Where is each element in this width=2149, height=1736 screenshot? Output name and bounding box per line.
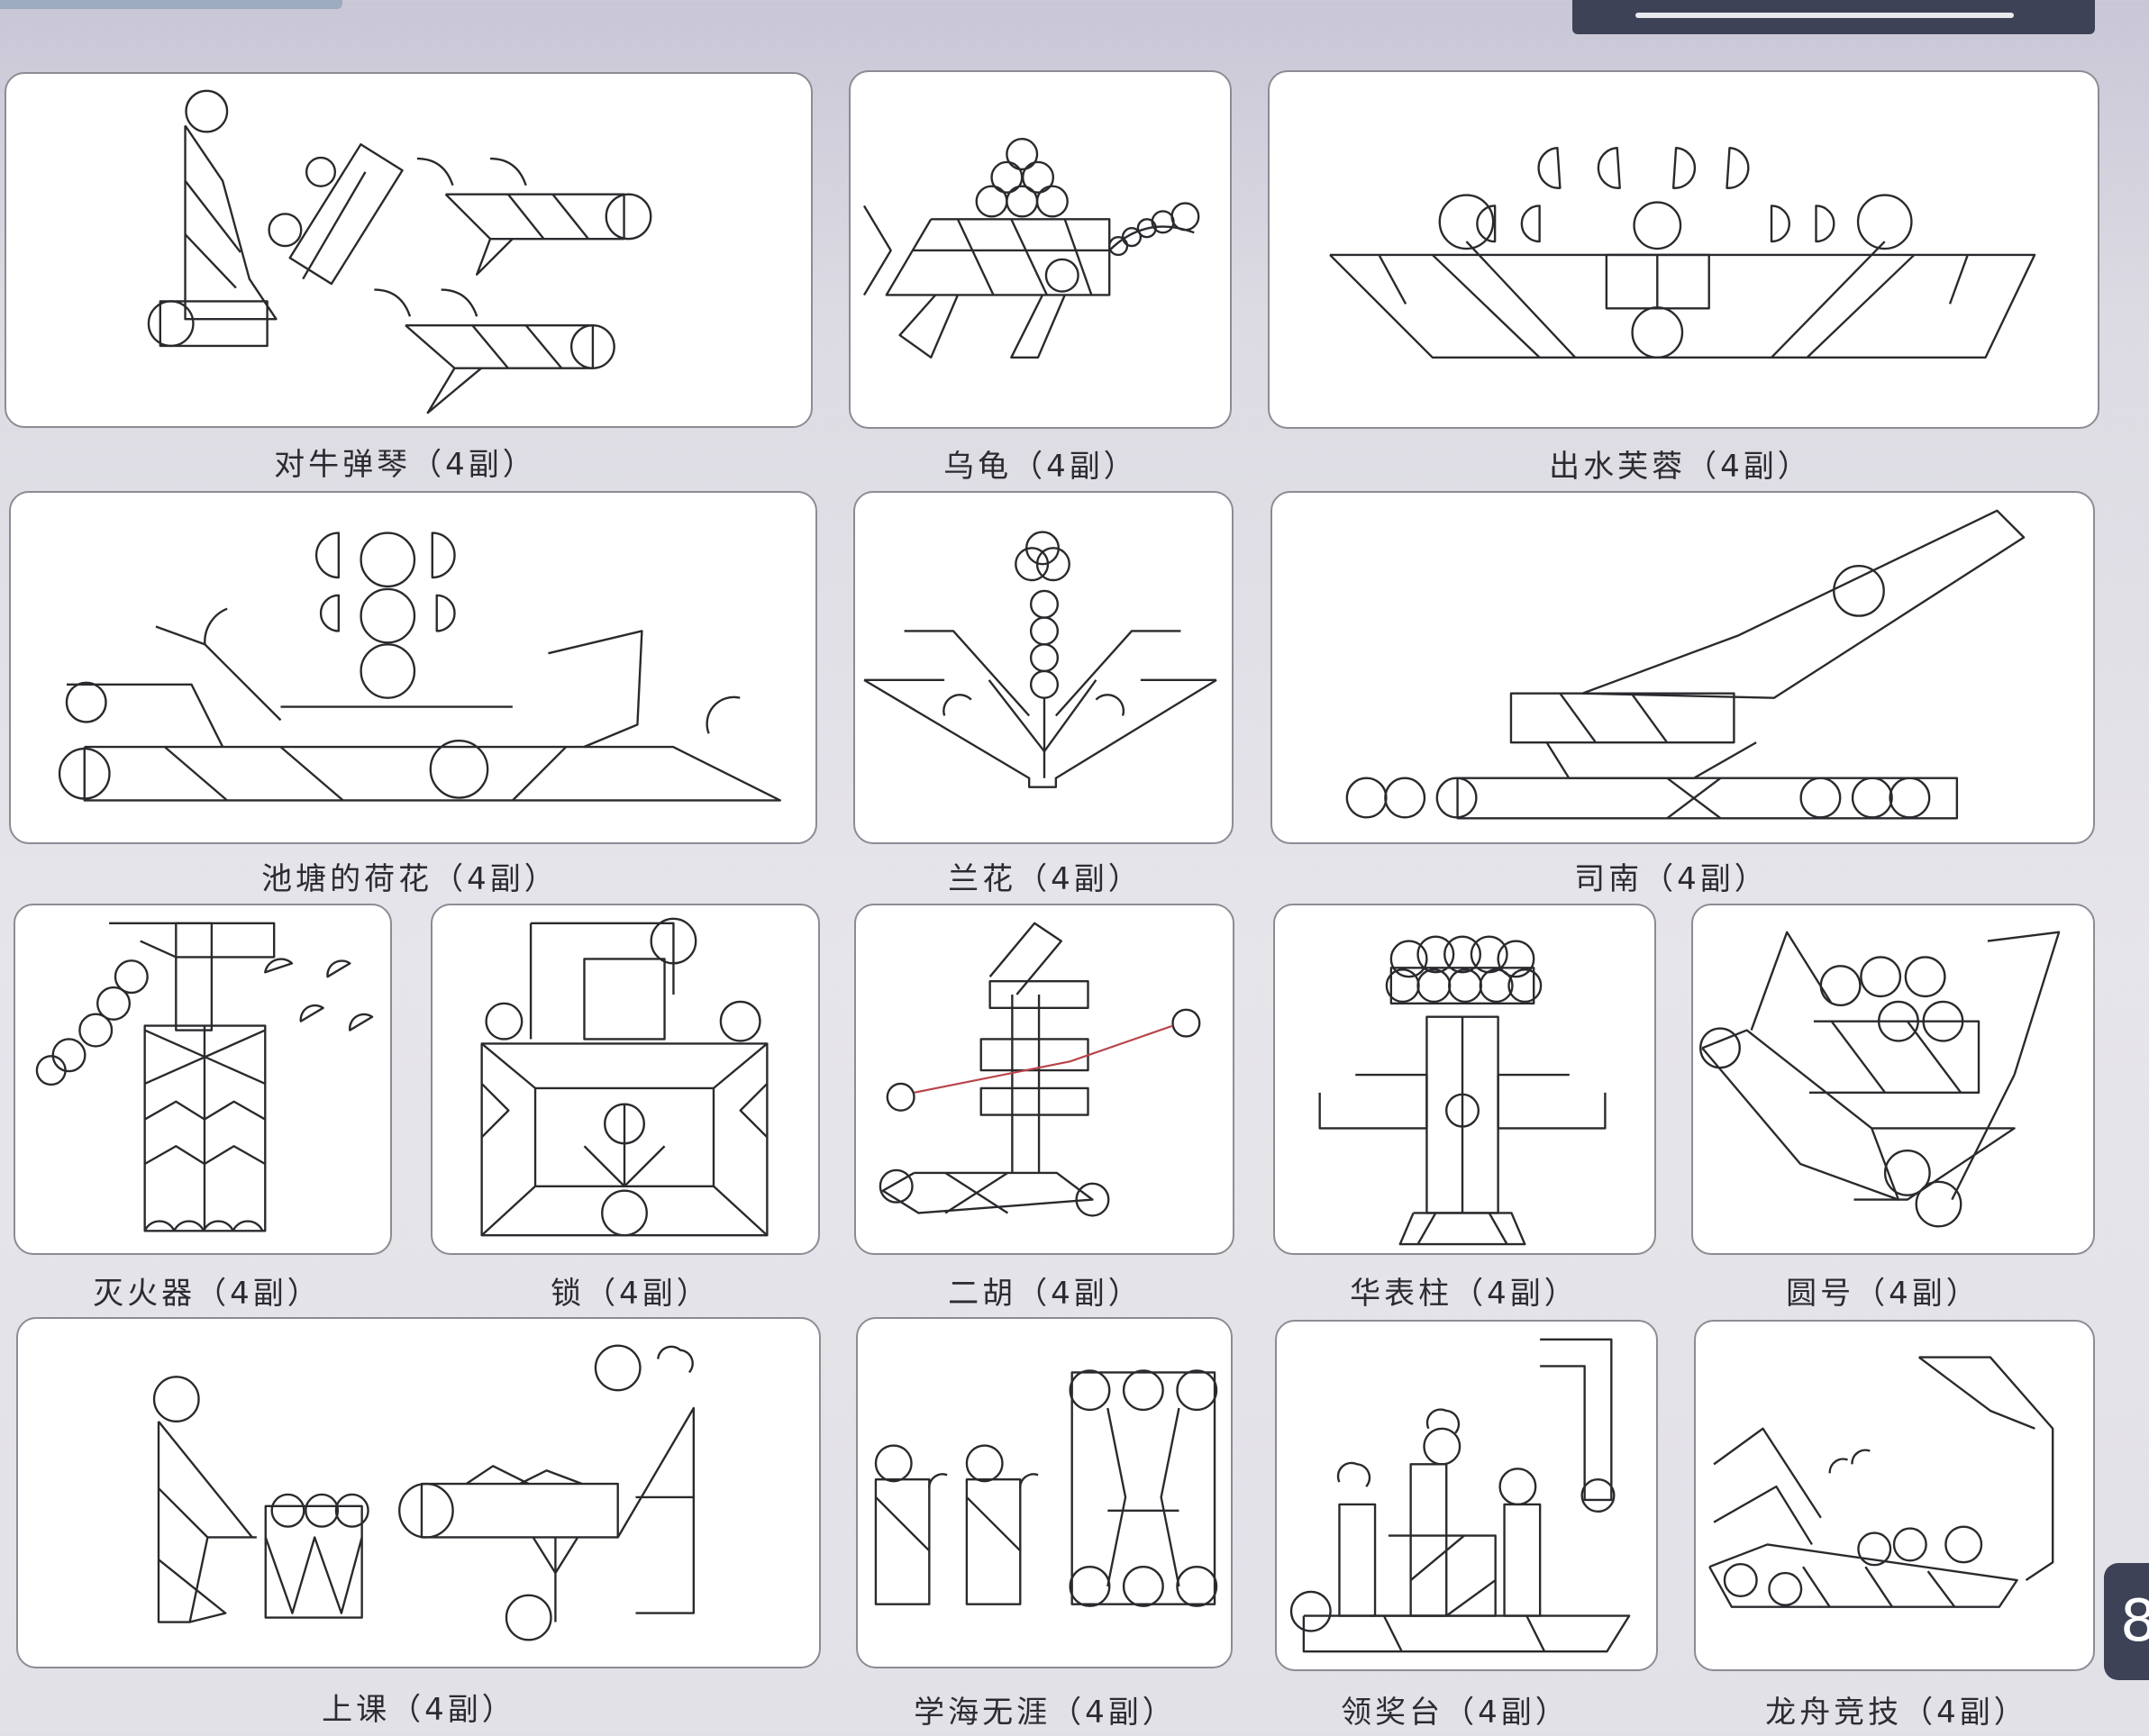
page-number: 8	[2104, 1563, 2149, 1680]
ornamental-column-figure-icon	[1318, 935, 1607, 1246]
puzzle-card-orchid[interactable]	[853, 491, 1234, 844]
puzzle-card-compass[interactable]	[1270, 491, 2095, 844]
puzzle-title: 华表柱（4副）	[1350, 1276, 1579, 1312]
turtle-figure-icon	[862, 138, 1200, 359]
puzzle-title: 龙舟竞技（4副）	[1765, 1695, 2028, 1731]
chapter-tab	[1572, 0, 2095, 34]
ox-and-lute-figure-icon	[147, 89, 652, 414]
puzzle-card-classroom[interactable]	[16, 1317, 821, 1668]
puzzle-title: 上课（4副）	[322, 1692, 516, 1728]
compass-spoon-figure-icon	[1345, 509, 2026, 820]
puzzle-title: 出水芙蓉（4副）	[1549, 449, 1812, 485]
brand-logo	[0, 0, 342, 9]
puzzle-card-pond-lotus[interactable]	[9, 491, 817, 844]
puzzle-title: 锁（4副）	[551, 1276, 711, 1312]
puzzle-title: 二胡（4副）	[948, 1276, 1143, 1312]
dragon-boat-race-figure-icon	[1708, 1356, 2054, 1608]
puzzle-title: 对牛弹琴（4副）	[274, 447, 537, 483]
puzzle-title: 兰花（4副）	[948, 861, 1143, 897]
french-horn-figure-icon	[1699, 931, 2061, 1228]
puzzle-card-french-horn[interactable]	[1691, 904, 2095, 1255]
podium-figure-icon	[1289, 1338, 1631, 1653]
pond-lotus-figure-icon	[58, 532, 781, 802]
lock-figure-icon	[480, 917, 769, 1237]
lotus-out-of-water-figure-icon	[1329, 146, 2036, 359]
puzzle-title: 灭火器（4副）	[93, 1276, 322, 1312]
puzzle-title: 圆号（4副）	[1786, 1276, 1981, 1312]
puzzle-card-extinguisher[interactable]	[14, 904, 392, 1255]
puzzle-card-podium[interactable]	[1275, 1320, 1658, 1671]
erhu-figure-icon	[879, 922, 1201, 1217]
fire-extinguisher-figure-icon	[35, 922, 374, 1232]
classroom-figure-icon	[152, 1344, 696, 1641]
puzzle-card-column[interactable]	[1273, 904, 1656, 1255]
puzzle-title: 乌龟（4副）	[943, 449, 1138, 485]
puzzle-title: 司南（4副）	[1574, 861, 1769, 897]
puzzle-title: 领奖台（4副）	[1341, 1695, 1570, 1731]
orchid-figure-icon	[863, 531, 1217, 788]
puzzle-title: 学海无涯（4副）	[914, 1695, 1177, 1731]
puzzle-card-ox-lute[interactable]	[5, 72, 813, 428]
puzzle-card-dragon-boat[interactable]	[1694, 1320, 2095, 1671]
puzzle-card-turtle[interactable]	[849, 70, 1232, 429]
puzzle-title: 池塘的荷花（4副）	[261, 861, 559, 897]
puzzle-card-lotus-water[interactable]	[1268, 70, 2099, 429]
endless-learning-figure-icon	[874, 1369, 1218, 1607]
puzzle-card-lock[interactable]	[431, 904, 820, 1255]
puzzle-card-erhu[interactable]	[854, 904, 1234, 1255]
puzzle-card-endless-learning[interactable]	[856, 1317, 1233, 1668]
